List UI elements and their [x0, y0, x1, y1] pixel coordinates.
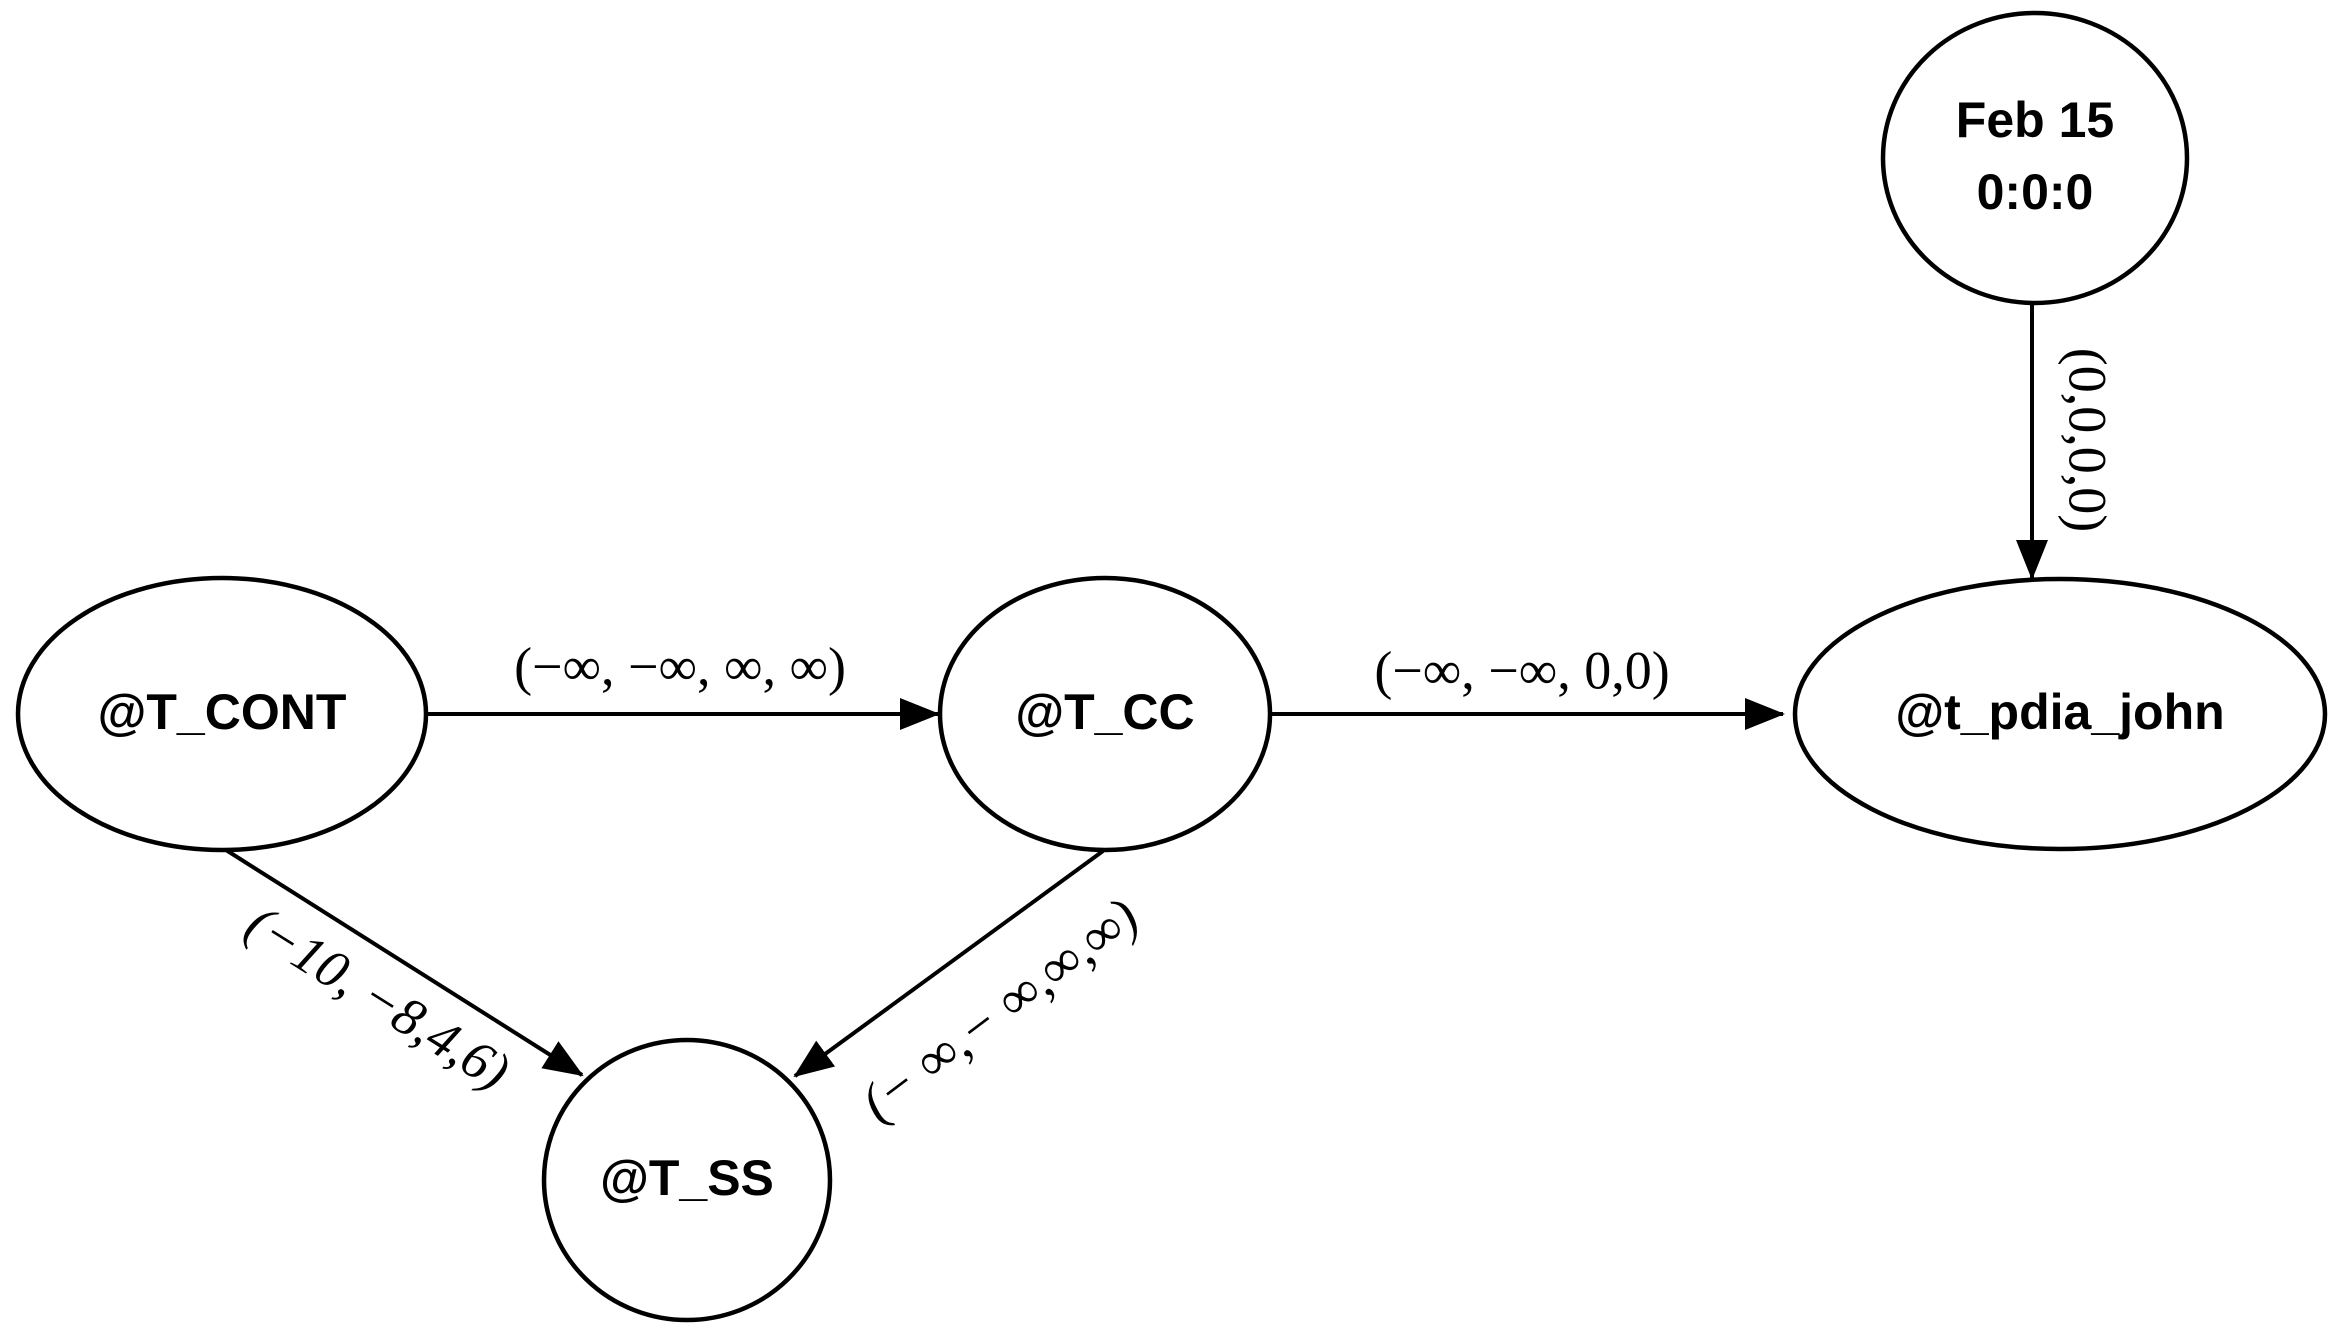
- node-label-t-cc: @T_CC: [1015, 684, 1194, 740]
- node-shape-t-cont: [15, 575, 429, 853]
- edge-cont-to-ss: (−10, −8,4,6): [224, 848, 584, 1102]
- edge-line-cc-to-ss: [793, 849, 1105, 1078]
- edge-cont-to-cc: (−∞, −∞, ∞, ∞): [427, 636, 940, 730]
- edge-cc-to-ss: (− ∞,− ∞,∞,∞): [793, 849, 1150, 1133]
- edge-label-cc-to-ss: (− ∞,− ∞,∞,∞): [850, 886, 1150, 1133]
- node-shape-t-pdia-john: [1792, 576, 2328, 852]
- node-label-t-cont: @T_CONT: [98, 684, 347, 740]
- node-feb15: Feb 15 0:0:0: [1880, 10, 2190, 306]
- node-t-pdia-john: @t_pdia_john: [1792, 576, 2328, 852]
- node-t-cc: @T_CC: [937, 575, 1273, 853]
- edge-label-cont-to-ss: (−10, −8,4,6): [236, 893, 520, 1102]
- node-label-t-pdia-john: @t_pdia_john: [1895, 684, 2224, 740]
- node-shape-t-cc: [937, 575, 1273, 853]
- edge-label-feb-to-pdia: (0,0,0,0): [2058, 348, 2118, 532]
- node-label-feb15-date: Feb 15: [1956, 92, 2114, 148]
- edge-feb-to-pdia: (0,0,0,0): [2016, 302, 2118, 580]
- edge-cc-to-pdia: (−∞, −∞, 0,0): [1272, 640, 1785, 730]
- node-t-ss: @T_SS: [541, 1037, 833, 1323]
- edge-line-cont-to-ss: [224, 848, 584, 1077]
- node-shape-feb15: [1880, 10, 2190, 306]
- node-t-cont: @T_CONT: [15, 575, 429, 853]
- edge-label-cc-to-pdia: (−∞, −∞, 0,0): [1374, 640, 1669, 700]
- edge-label-cont-to-cc: (−∞, −∞, ∞, ∞): [514, 636, 846, 696]
- node-shape-t-ss: [541, 1037, 833, 1323]
- node-label-feb15-time: 0:0:0: [1977, 164, 2094, 220]
- node-label-t-ss: @T_SS: [600, 1150, 774, 1206]
